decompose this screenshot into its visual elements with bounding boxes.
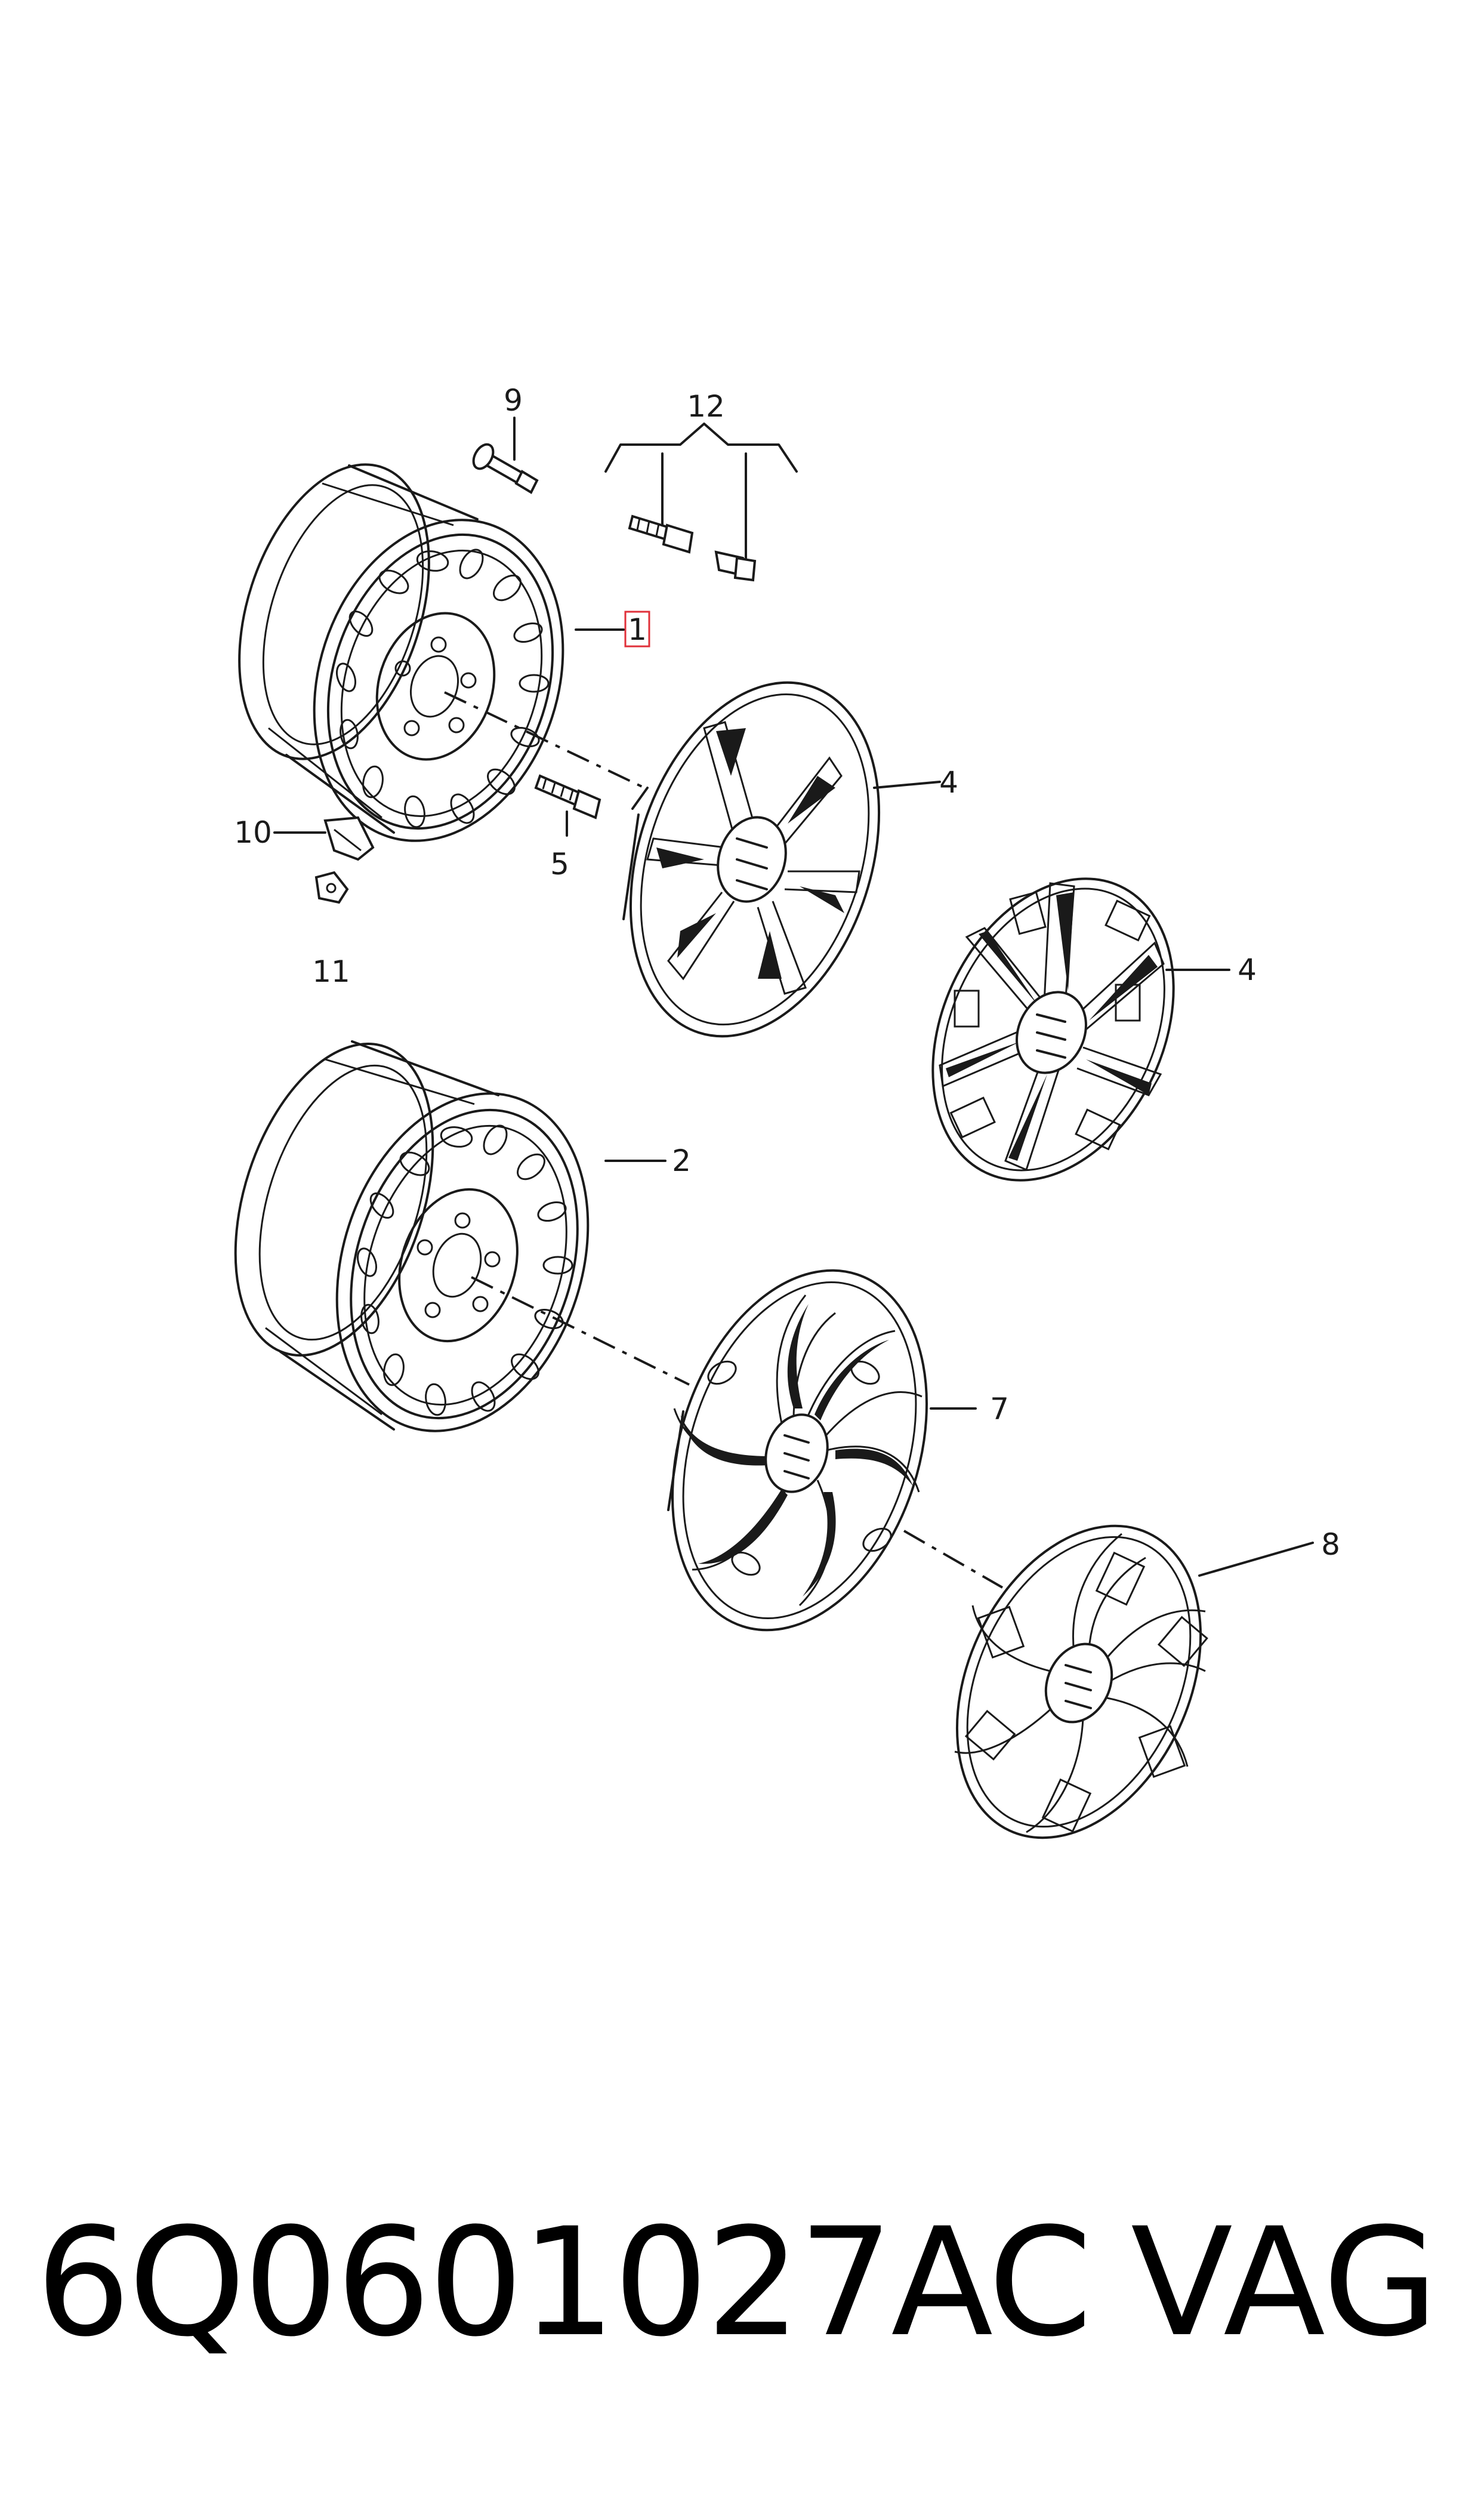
wheel-cover-4a[interactable] [588,651,921,1069]
callout-2[interactable]: 2 [672,1144,691,1178]
callout-4a[interactable]: 4 [939,765,958,800]
axis-line-3 [903,1530,1003,1589]
steel-wheel-2[interactable] [199,1019,630,1464]
callout-9[interactable]: 9 [504,383,523,418]
callout-8[interactable]: 8 [1321,1527,1340,1562]
callout-4b[interactable]: 4 [1238,953,1257,987]
wheel-bolt-5[interactable] [534,774,601,819]
clip-11[interactable] [314,871,349,904]
axis-line [444,691,645,789]
leader-4a [873,781,941,789]
brand-label: VAG [1131,2196,1439,2369]
wheel-cover-8[interactable] [909,1487,1248,1878]
bolt-set-12[interactable] [604,423,798,582]
callout-1-highlight [624,611,650,648]
tyre-valve-9[interactable] [470,441,539,494]
balance-weight-10[interactable] [323,816,375,861]
wheel-cover-4b[interactable] [886,840,1220,1220]
callout-10[interactable]: 10 [234,815,272,850]
leader-8 [1198,1542,1314,1577]
wheel-cover-7[interactable] [629,1237,970,1663]
axis-line-2 [471,1276,690,1386]
callout-11[interactable]: 11 [312,954,350,989]
callout-12[interactable]: 12 [687,389,725,424]
callout-7[interactable]: 7 [990,1392,1009,1426]
callout-5[interactable]: 5 [550,847,569,881]
callout-1[interactable]: 1 [628,612,647,647]
part-number: 6Q0601027AC [36,2196,1092,2369]
steel-wheel-1[interactable] [205,440,603,874]
